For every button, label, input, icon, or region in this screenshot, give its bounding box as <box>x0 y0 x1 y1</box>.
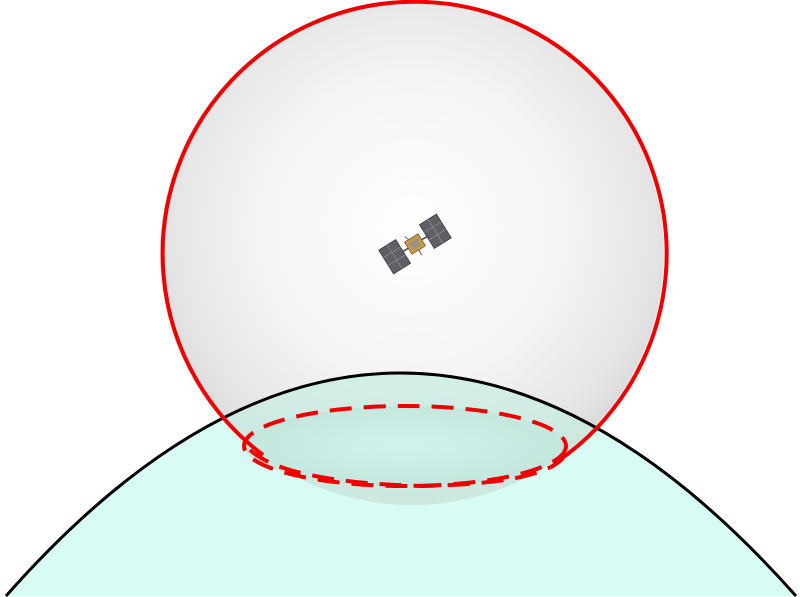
coverage-sphere-outline <box>160 0 669 463</box>
coverage-boundary-ellipse <box>242 404 568 488</box>
planet-outline <box>4 371 798 597</box>
coverage-cap-area <box>245 406 565 486</box>
satellite-icon <box>378 213 452 275</box>
